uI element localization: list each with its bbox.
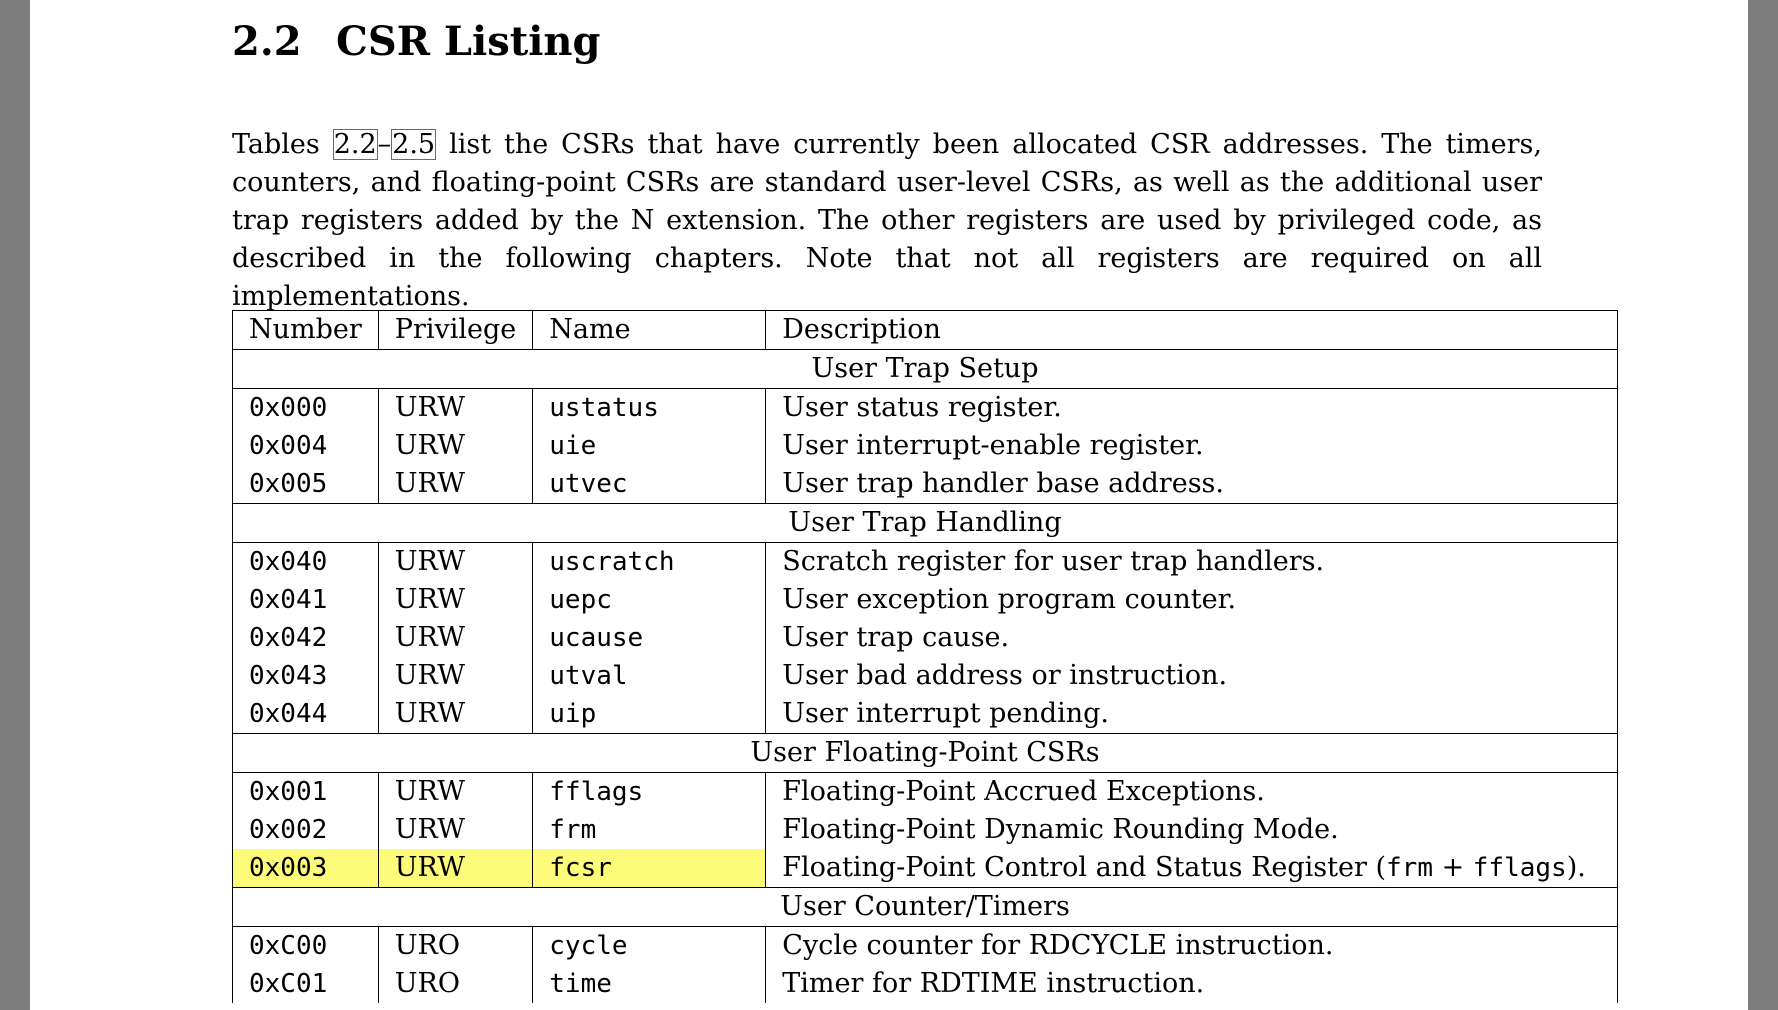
privilege-cell: URW (377, 465, 534, 504)
description-cell: User interrupt-enable register. (765, 427, 1618, 465)
privilege-cell: URW (377, 388, 534, 427)
table-section-row: User Trap Handling (232, 503, 1618, 543)
name-cell: uepc (532, 581, 767, 619)
number-cell: 0x005 (232, 465, 379, 504)
description-cell: Scratch register for user trap handlers. (765, 542, 1618, 581)
csr-table: Number Privilege Name Description User T… (232, 310, 1618, 1003)
number-cell: 0x040 (232, 542, 379, 581)
privilege-cell: URW (377, 657, 534, 695)
description-cell: Floating-Point Accrued Exceptions. (765, 772, 1618, 811)
table-section-row: User Trap Setup (232, 349, 1618, 389)
privilege-cell: URW (377, 581, 534, 619)
name-cell: cycle (532, 926, 767, 965)
table-ref-link-start[interactable]: 2.2 (332, 129, 378, 160)
description-cell: Floating-Point Control and Status Regist… (765, 849, 1618, 888)
name-cell: ucause (532, 619, 767, 657)
description-cell: User bad address or instruction. (765, 657, 1618, 695)
section-title-cell: User Trap Handling (232, 503, 1618, 543)
number-cell: 0xC01 (232, 965, 379, 1003)
number-cell: 0x004 (232, 427, 379, 465)
privilege-cell: URW (377, 772, 534, 811)
privilege-cell: URW (377, 542, 534, 581)
header-description: Description (765, 310, 1618, 350)
description-cell: Floating-Point Dynamic Rounding Mode. (765, 811, 1618, 849)
number-cell: 0x041 (232, 581, 379, 619)
name-cell: uie (532, 427, 767, 465)
section-title-cell: User Trap Setup (232, 349, 1618, 389)
number-cell: 0x043 (232, 657, 379, 695)
name-cell: utvec (532, 465, 767, 504)
table-ref-link-end[interactable]: 2.5 (391, 129, 437, 160)
description-cell: Timer for RDTIME instruction. (765, 965, 1618, 1003)
name-cell: utval (532, 657, 767, 695)
paragraph-text-rest: list the CSRs that have currently been a… (232, 129, 1542, 312)
privilege-cell: URW (377, 849, 534, 888)
name-cell: time (532, 965, 767, 1003)
description-cell: User interrupt pending. (765, 695, 1618, 734)
privilege-cell: URW (377, 695, 534, 734)
privilege-cell: URW (377, 427, 534, 465)
intro-paragraph: Tables 2.2–2.5 list the CSRs that have c… (232, 126, 1542, 316)
privilege-cell: URO (377, 965, 534, 1003)
name-cell: fflags (532, 772, 767, 811)
section-heading: 2.2 CSR Listing (232, 18, 600, 65)
section-number: 2.2 (232, 18, 302, 65)
description-cell: User exception program counter. (765, 581, 1618, 619)
number-cell: 0x000 (232, 388, 379, 427)
paragraph-text-start: Tables (232, 129, 333, 160)
description-cell: User trap handler base address. (765, 465, 1618, 504)
section-title-cell: User Floating-Point CSRs (232, 733, 1618, 773)
number-cell: 0x001 (232, 772, 379, 811)
name-cell: uscratch (532, 542, 767, 581)
privilege-cell: URO (377, 926, 534, 965)
table-header-row: Number Privilege Name Description (232, 310, 1618, 350)
number-cell: 0x003 (232, 849, 379, 888)
number-cell: 0x042 (232, 619, 379, 657)
description-cell: User trap cause. (765, 619, 1618, 657)
description-cell: Cycle counter for RDCYCLE instruction. (765, 926, 1618, 965)
privilege-cell: URW (377, 811, 534, 849)
name-cell: uip (532, 695, 767, 734)
ref-range-dash: – (377, 129, 392, 160)
header-name: Name (532, 310, 767, 350)
name-cell: fcsr (532, 849, 767, 888)
header-privilege: Privilege (377, 310, 534, 350)
table-section-row: User Counter/Timers (232, 887, 1618, 927)
number-cell: 0xC00 (232, 926, 379, 965)
description-cell: User status register. (765, 388, 1618, 427)
name-cell: ustatus (532, 388, 767, 427)
section-title-cell: User Counter/Timers (232, 887, 1618, 927)
number-cell: 0x002 (232, 811, 379, 849)
number-cell: 0x044 (232, 695, 379, 734)
table-section-row: User Floating-Point CSRs (232, 733, 1618, 773)
name-cell: frm (532, 811, 767, 849)
header-number: Number (232, 310, 379, 350)
privilege-cell: URW (377, 619, 534, 657)
section-title: CSR Listing (336, 18, 601, 65)
